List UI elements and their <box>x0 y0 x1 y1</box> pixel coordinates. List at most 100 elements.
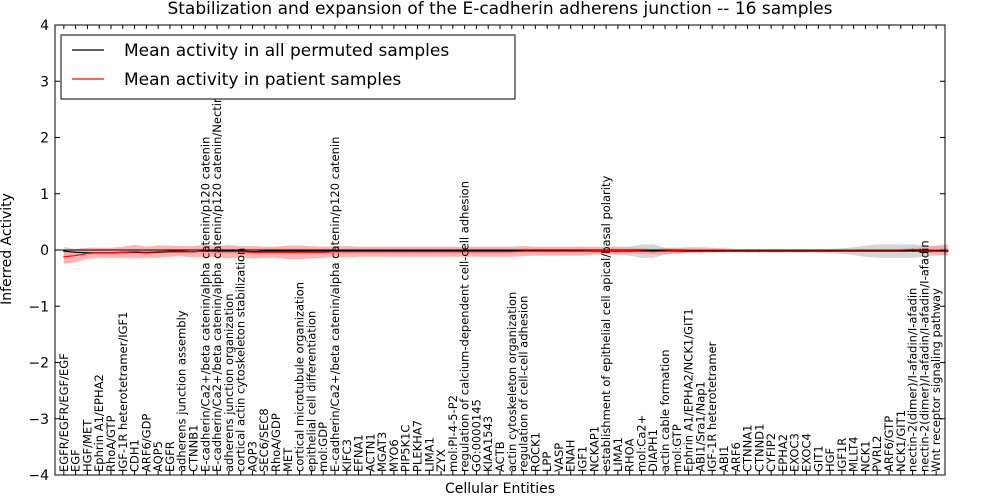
series-band-1 <box>63 244 948 264</box>
data-point-1-52 <box>676 250 678 252</box>
data-point-0-66 <box>841 250 843 252</box>
data-point-1-42 <box>558 250 560 252</box>
data-point-1-70 <box>888 249 890 251</box>
data-point-0-58 <box>746 250 749 252</box>
x-tick-label: GIT1 <box>811 445 825 472</box>
x-tick-label: mol:Ca2+ <box>635 415 649 472</box>
x-tick-label: ARF6/GTP <box>882 416 896 472</box>
data-point-1-0 <box>63 256 65 258</box>
x-tick-label: PLEKHA7 <box>411 420 425 472</box>
data-point-1-48 <box>629 250 631 252</box>
x-tick-label: NCKAP1 <box>587 426 601 472</box>
data-point-0-72 <box>912 250 914 252</box>
data-point-0-54 <box>699 250 702 252</box>
data-point-0-68 <box>864 250 867 252</box>
x-tick-label: nectin-2(dimer)/I-afadin/I-afadin/I-afad… <box>917 240 931 472</box>
data-point-1-5 <box>122 251 124 253</box>
data-point-1-10 <box>181 250 183 252</box>
data-point-1-66 <box>841 249 843 251</box>
x-tick-label: LIMA1 <box>422 437 436 472</box>
x-tick-label: PVRL2 <box>870 435 884 472</box>
data-point-1-11 <box>192 251 195 253</box>
data-point-1-56 <box>723 249 725 251</box>
legend-label-permuted: Mean activity in all permuted samples <box>124 41 449 61</box>
data-point-0-61 <box>782 250 784 252</box>
x-tick-label: KIAA1543 <box>481 416 495 472</box>
x-tick-label: EGFR/EGFR/EGF/EGF <box>57 353 71 472</box>
legend: Mean activity in all permuted samples Me… <box>60 34 516 100</box>
data-point-1-71 <box>900 249 902 251</box>
data-point-1-62 <box>794 249 796 251</box>
data-point-0-63 <box>805 250 808 252</box>
data-point-0-18 <box>275 250 277 252</box>
x-tick-label: EXOC3 <box>788 433 802 472</box>
data-point-1-51 <box>664 250 666 252</box>
data-point-0-75 <box>947 250 949 252</box>
data-point-1-33 <box>452 251 454 253</box>
x-tick-label: CDH1 <box>128 439 142 472</box>
data-point-1-64 <box>817 249 819 251</box>
data-point-1-67 <box>853 249 855 251</box>
data-point-1-69 <box>876 249 878 251</box>
data-point-0-56 <box>723 250 725 252</box>
data-point-0-60 <box>770 250 772 252</box>
x-tick-label: KIFC3 <box>340 439 354 472</box>
x-tick-label: NCK1 <box>858 441 872 473</box>
x-tick-label: cortical microtubule organization <box>293 282 307 472</box>
x-tick-label: IGF1 <box>576 446 590 472</box>
data-point-1-14 <box>228 251 230 253</box>
x-tick-label: cortical actin cytoskeleton stabilizatio… <box>234 248 248 472</box>
data-point-1-44 <box>581 250 584 252</box>
y-axis-label: Inferred Activity <box>0 193 15 305</box>
data-point-1-31 <box>428 251 430 253</box>
data-point-0-62 <box>794 250 796 252</box>
data-point-0-57 <box>735 250 737 252</box>
x-tick-label: E-cadherin/Ca2+/beta catenin/alpha caten… <box>198 137 212 472</box>
x-tick-label: RhoA/GDP <box>269 413 283 472</box>
data-point-1-50 <box>652 251 654 253</box>
x-tick-label: ABI1/Sra1/Nap1 <box>693 381 707 472</box>
data-point-1-39 <box>523 250 525 252</box>
x-tick-label: establishment of epithelial cell apical/… <box>599 176 613 472</box>
x-tick-label: CTNNB1 <box>187 425 201 472</box>
x-tick-label: ZYX <box>434 449 448 472</box>
x-tick-label: MGAT3 <box>375 432 389 472</box>
y-tick-label: −4 <box>28 468 49 484</box>
x-tick-label: EPHA2 <box>776 434 790 472</box>
data-point-1-2 <box>86 252 88 254</box>
data-point-1-22 <box>322 251 324 253</box>
series-line-1 <box>63 248 948 258</box>
x-tick-label: adherens junction assembly <box>175 310 189 472</box>
data-point-1-35 <box>475 251 477 253</box>
data-point-0-22 <box>322 250 324 252</box>
data-point-1-15 <box>240 251 242 253</box>
x-tick-label: actin cable formation <box>658 349 672 472</box>
data-point-1-12 <box>204 250 206 252</box>
x-tick-label: AQP3 <box>246 441 260 472</box>
data-point-1-16 <box>251 251 254 253</box>
data-point-1-20 <box>299 251 301 253</box>
data-point-1-47 <box>617 250 619 252</box>
data-point-0-55 <box>711 250 713 252</box>
x-tick-label: IGF-1R heterotetramer <box>705 341 719 472</box>
data-point-0-64 <box>817 250 819 252</box>
y-tick-label: −2 <box>28 356 49 372</box>
data-point-1-23 <box>334 251 336 253</box>
data-point-0-19 <box>287 250 289 252</box>
data-point-1-27 <box>381 251 383 253</box>
data-point-1-54 <box>699 249 702 251</box>
x-tick-label: EFNA1 <box>352 434 366 472</box>
y-tick-label: 3 <box>40 74 49 90</box>
data-point-0-1 <box>75 251 77 253</box>
plot-area <box>54 24 949 476</box>
data-point-0-67 <box>853 250 855 252</box>
y-tick-label: −3 <box>28 412 49 428</box>
y-tick-label: 1 <box>40 187 49 203</box>
x-tick-label: epithelial cell differentiation <box>304 311 318 472</box>
data-point-1-1 <box>75 255 77 257</box>
data-point-1-19 <box>287 251 289 253</box>
data-point-1-72 <box>912 248 914 250</box>
data-point-1-53 <box>688 249 690 251</box>
